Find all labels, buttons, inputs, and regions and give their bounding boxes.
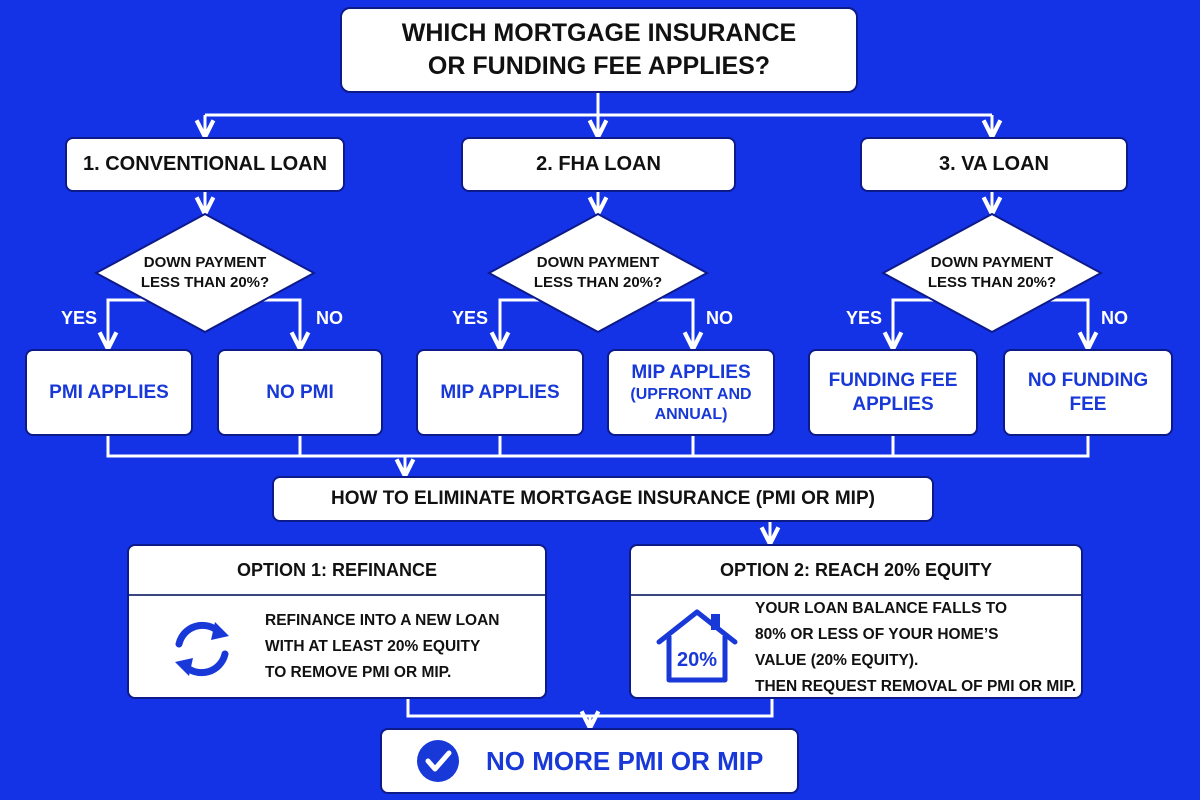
result-line-2: FEE	[1069, 393, 1107, 415]
question-line-2: LESS THAN 20%?	[140, 274, 270, 291]
result-line-3: ANNUAL)	[654, 405, 728, 423]
yes-label: YES	[452, 308, 489, 328]
loan-label: 1. CONVENTIONAL LOAN	[82, 153, 328, 175]
option-line-3: VALUE (20% EQUITY).	[755, 652, 919, 669]
check-circle-icon	[417, 740, 459, 782]
option-reach-equity-box: OPTION 2: REACH 20% EQUITY 20% YOUR LOAN…	[629, 544, 1083, 699]
final-label: NO MORE PMI OR MIP	[486, 745, 764, 776]
diamond-shape	[487, 212, 709, 334]
result-line-2: APPLIES	[852, 393, 934, 415]
yes-label: YES	[61, 308, 98, 328]
option-line-4: THEN REQUEST REMOVAL OF PMI OR MIP.	[755, 678, 1077, 695]
option-line-3: TO REMOVE PMI OR MIP.	[265, 664, 452, 681]
option-refinance-box: OPTION 1: REFINANCE REFINANCE INTO A NEW…	[127, 544, 547, 699]
question-line-2: LESS THAN 20%?	[533, 274, 663, 291]
house-icon-label: 20%	[677, 649, 717, 671]
result-no-funding-fee: NO FUNDING FEE	[1003, 349, 1173, 436]
diamond-shape	[94, 212, 316, 334]
loan-box-conventional: 1. CONVENTIONAL LOAN	[65, 137, 345, 192]
decision-diamond-fha: DOWN PAYMENT LESS THAN 20%?	[487, 212, 709, 334]
option-heading: OPTION 1: REFINANCE	[129, 546, 545, 596]
option-line-2: 80% OR LESS OF YOUR HOME’S	[755, 626, 999, 643]
question-line-1: DOWN PAYMENT	[143, 254, 267, 271]
loan-box-fha: 2. FHA LOAN	[461, 137, 736, 192]
result-funding-fee-applies: FUNDING FEE APPLIES	[808, 349, 978, 436]
result-line-1: NO PMI	[266, 381, 334, 403]
option-heading: OPTION 2: REACH 20% EQUITY	[631, 546, 1081, 596]
no-label: NO	[706, 308, 733, 328]
house-icon: 20%	[656, 609, 738, 683]
option-line-1: REFINANCE INTO A NEW LOAN	[265, 612, 500, 629]
eliminate-heading: HOW TO ELIMINATE MORTGAGE INSURANCE (PMI…	[331, 488, 875, 509]
option-line-1: YOUR LOAN BALANCE FALLS TO	[755, 600, 1008, 617]
no-label: NO	[316, 308, 343, 328]
result-line-1: MIP APPLIES	[440, 381, 560, 403]
option-line-2: WITH AT LEAST 20% EQUITY	[265, 638, 481, 655]
eliminate-heading-box: HOW TO ELIMINATE MORTGAGE INSURANCE (PMI…	[272, 476, 934, 522]
result-line-1: NO FUNDING	[1027, 369, 1149, 391]
refresh-arrows-icon	[175, 621, 229, 677]
result-line-1: PMI APPLIES	[49, 381, 169, 403]
yes-label: YES	[846, 308, 883, 328]
loan-label: 3. VA LOAN	[938, 153, 1049, 175]
result-mip-applies: MIP APPLIES	[416, 349, 584, 436]
title-line-1: WHICH MORTGAGE INSURANCE	[401, 19, 797, 47]
title-box: WHICH MORTGAGE INSURANCE OR FUNDING FEE …	[340, 7, 858, 93]
final-result-box: NO MORE PMI OR MIP	[380, 728, 799, 794]
question-line-1: DOWN PAYMENT	[536, 254, 660, 271]
no-label: NO	[1101, 308, 1128, 328]
diamond-shape	[881, 212, 1103, 334]
result-line-1: MIP APPLIES	[631, 361, 751, 383]
decision-diamond-conventional: DOWN PAYMENT LESS THAN 20%?	[94, 212, 316, 334]
decision-diamond-va: DOWN PAYMENT LESS THAN 20%?	[881, 212, 1103, 334]
question-line-2: LESS THAN 20%?	[927, 274, 1057, 291]
loan-box-va: 3. VA LOAN	[860, 137, 1128, 192]
result-line-2: (UPFRONT AND	[630, 385, 752, 403]
title-line-2: OR FUNDING FEE APPLIES?	[427, 52, 771, 80]
result-pmi-applies: PMI APPLIES	[25, 349, 193, 436]
result-mip-upfront-annual: MIP APPLIES (UPFRONT AND ANNUAL)	[607, 349, 775, 436]
loan-label: 2. FHA LOAN	[536, 153, 661, 175]
question-line-1: DOWN PAYMENT	[930, 254, 1054, 271]
result-no-pmi: NO PMI	[217, 349, 383, 436]
result-line-1: FUNDING FEE	[828, 369, 958, 391]
